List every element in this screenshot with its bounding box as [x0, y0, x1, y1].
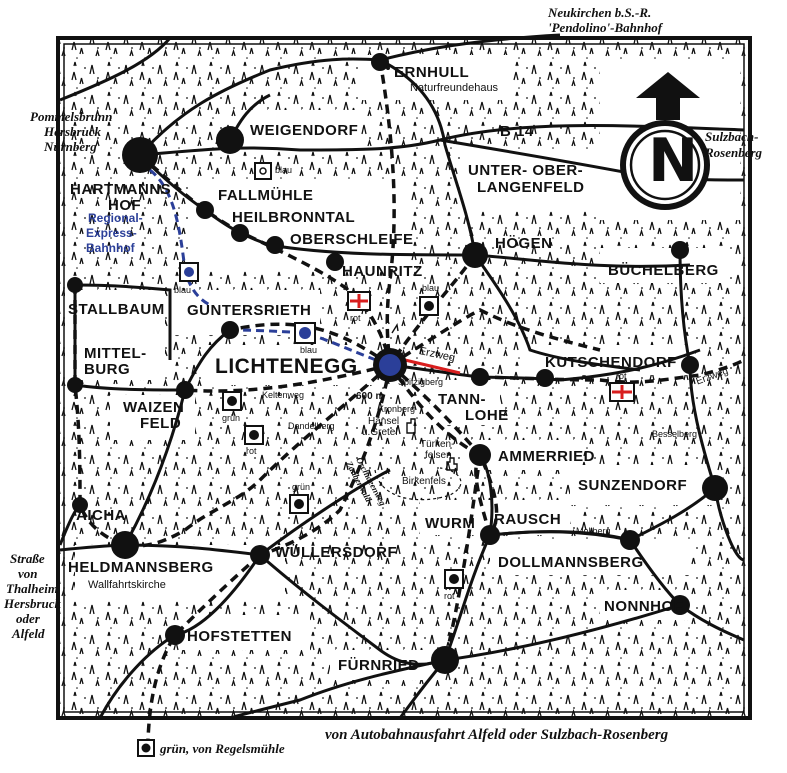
place-heilbronntal: HEILBRONNTAL: [232, 209, 356, 226]
place-felsen: felsen: [425, 450, 452, 461]
marker-rot-haunritz: rot: [350, 313, 361, 323]
place-kutschendorf: KUTSCHENDORF: [545, 354, 677, 371]
strasse-4: Hersbruck: [4, 596, 62, 611]
place-haunritz: HAUNRITZ: [342, 263, 423, 280]
place-hartmannshof-1: HARTMANNS: [70, 181, 172, 198]
marker-rot-rausch: rot: [444, 591, 455, 601]
strasse-3: Thalheim: [6, 581, 59, 596]
place-wuellersdorf: WÜLLERSDORF: [275, 544, 398, 561]
place-guntersrieth: GUNTERSRIETH: [187, 302, 312, 319]
nuernberg-label: Nürnberg: [44, 139, 97, 154]
place-buechelberg: BÜCHELBERG: [608, 262, 719, 279]
place-besselberg: Besselberg: [652, 429, 698, 439]
place-ernhull: ERNHULL: [394, 64, 470, 81]
place-stallbaum: STALLBAUM: [68, 301, 165, 318]
strasse-2: von: [18, 566, 38, 581]
place-wurm: WURM: [425, 515, 476, 532]
place-mollberg: Mollberg: [576, 526, 611, 536]
rosenberg-label: Rosenberg: [705, 145, 763, 160]
regelsmuehle-label: grün, von Regelsmühle: [160, 741, 285, 756]
place-weigendorf: WEIGENDORF: [250, 122, 359, 139]
place-tannlohe-1: TANN-: [438, 391, 487, 408]
place-waizenfeld-2: FELD: [140, 415, 182, 432]
place-sunzendorf: SUNZENDORF: [578, 477, 688, 494]
place-mittelburg-2: BURG: [84, 361, 131, 378]
north-letter: N: [648, 126, 699, 196]
pommelsbrunn-label: Pommelsbrunn: [30, 109, 113, 124]
marker-blau-hartmannshof: blau: [174, 285, 192, 295]
route-markers: [137, 162, 464, 757]
marker-blau-fallmuehle: blau: [275, 165, 293, 175]
place-birkenfels: Birkenfels: [402, 476, 446, 487]
place-rausch: RAUSCH: [494, 511, 562, 528]
marker-rot-kutschendorf: rot: [616, 371, 627, 381]
place-waizenfeld-1: WAIZEN: [123, 399, 185, 416]
marker-gruen-wuellersdorf: grün: [292, 482, 311, 492]
hersbruck-label: Hersbruck: [44, 124, 102, 139]
place-dandelberg: Dandelberg: [288, 421, 335, 431]
strasse-6: Alfeld: [12, 626, 45, 641]
place-hoegen: HÖGEN: [495, 235, 553, 252]
place-hartmannshof-2: HOF: [108, 197, 142, 214]
marker-rot-dandelberg: rot: [246, 446, 257, 456]
place-hofstetten: HOFSTETTEN: [187, 628, 292, 645]
place-keltenweg: Keltenweg: [262, 390, 305, 400]
red-cross-markers: [347, 291, 635, 402]
place-oberschleife: OBERSCHLEIFE: [290, 231, 414, 248]
place-aicha: AICHA: [76, 507, 126, 524]
place-lichtenegg: LICHTENEGG: [215, 355, 358, 378]
place-unter-ober: UNTER- OBER-: [468, 162, 584, 179]
place-wallfahrtskirche: Wallfahrtskirche: [88, 579, 166, 591]
place-naturfreundehaus: Naturfreundehaus: [410, 82, 499, 94]
marker-blau-haunritz: blau: [422, 283, 440, 293]
road-b14: B 14: [500, 123, 534, 140]
marker-gruen-keltenweg: grün: [222, 413, 241, 423]
place-fuernried: FÜRNRIED: [338, 657, 420, 674]
regional-express-3: Bahnhof: [86, 241, 135, 255]
sulzbach-label: Sulzbach-: [705, 129, 759, 144]
altitude-label: 600 m: [356, 391, 385, 402]
place-dollmannsberg: DOLLMANNSBERG: [498, 554, 644, 571]
place-nonnhof: NONNHOF: [604, 598, 684, 615]
place-fallmuehle: FALLMÜHLE: [218, 187, 314, 204]
place-tuerken: Türken-: [420, 439, 455, 450]
strasse-5: oder: [16, 611, 40, 626]
place-gretel: u.Gretel: [362, 427, 398, 438]
place-tannlohe-2: LOHE: [465, 407, 509, 424]
place-ammerried: AMMERRIED: [498, 448, 595, 465]
autobahn-label: von Autobahnausfahrt Alfeld oder Sulzbac…: [325, 727, 669, 743]
place-kronberg: Kronberg: [378, 404, 416, 414]
pendolino-label: 'Pendolino'-Bahnhof: [548, 20, 663, 35]
neukirchen-label: Neukirchen b.S.-R.: [548, 5, 652, 20]
place-langenfeld: LANGENFELD: [477, 179, 585, 196]
rock-icons: [391, 323, 458, 471]
town-dots: [67, 53, 728, 674]
place-spitzigberg: Spitzigberg: [398, 377, 444, 387]
north-arrow-icon: [620, 72, 710, 210]
marker-blau-guntersrieth: blau: [300, 345, 318, 355]
strasse-1: Straße: [10, 551, 45, 566]
regional-express-2: Express-: [86, 226, 137, 240]
place-haensel: Hänsel: [368, 416, 400, 427]
regional-express-1: Regional-: [88, 211, 143, 225]
place-heldmannsberg: HELDMANNSBERG: [68, 559, 214, 576]
place-mittelburg-1: MITTEL-: [84, 345, 147, 362]
